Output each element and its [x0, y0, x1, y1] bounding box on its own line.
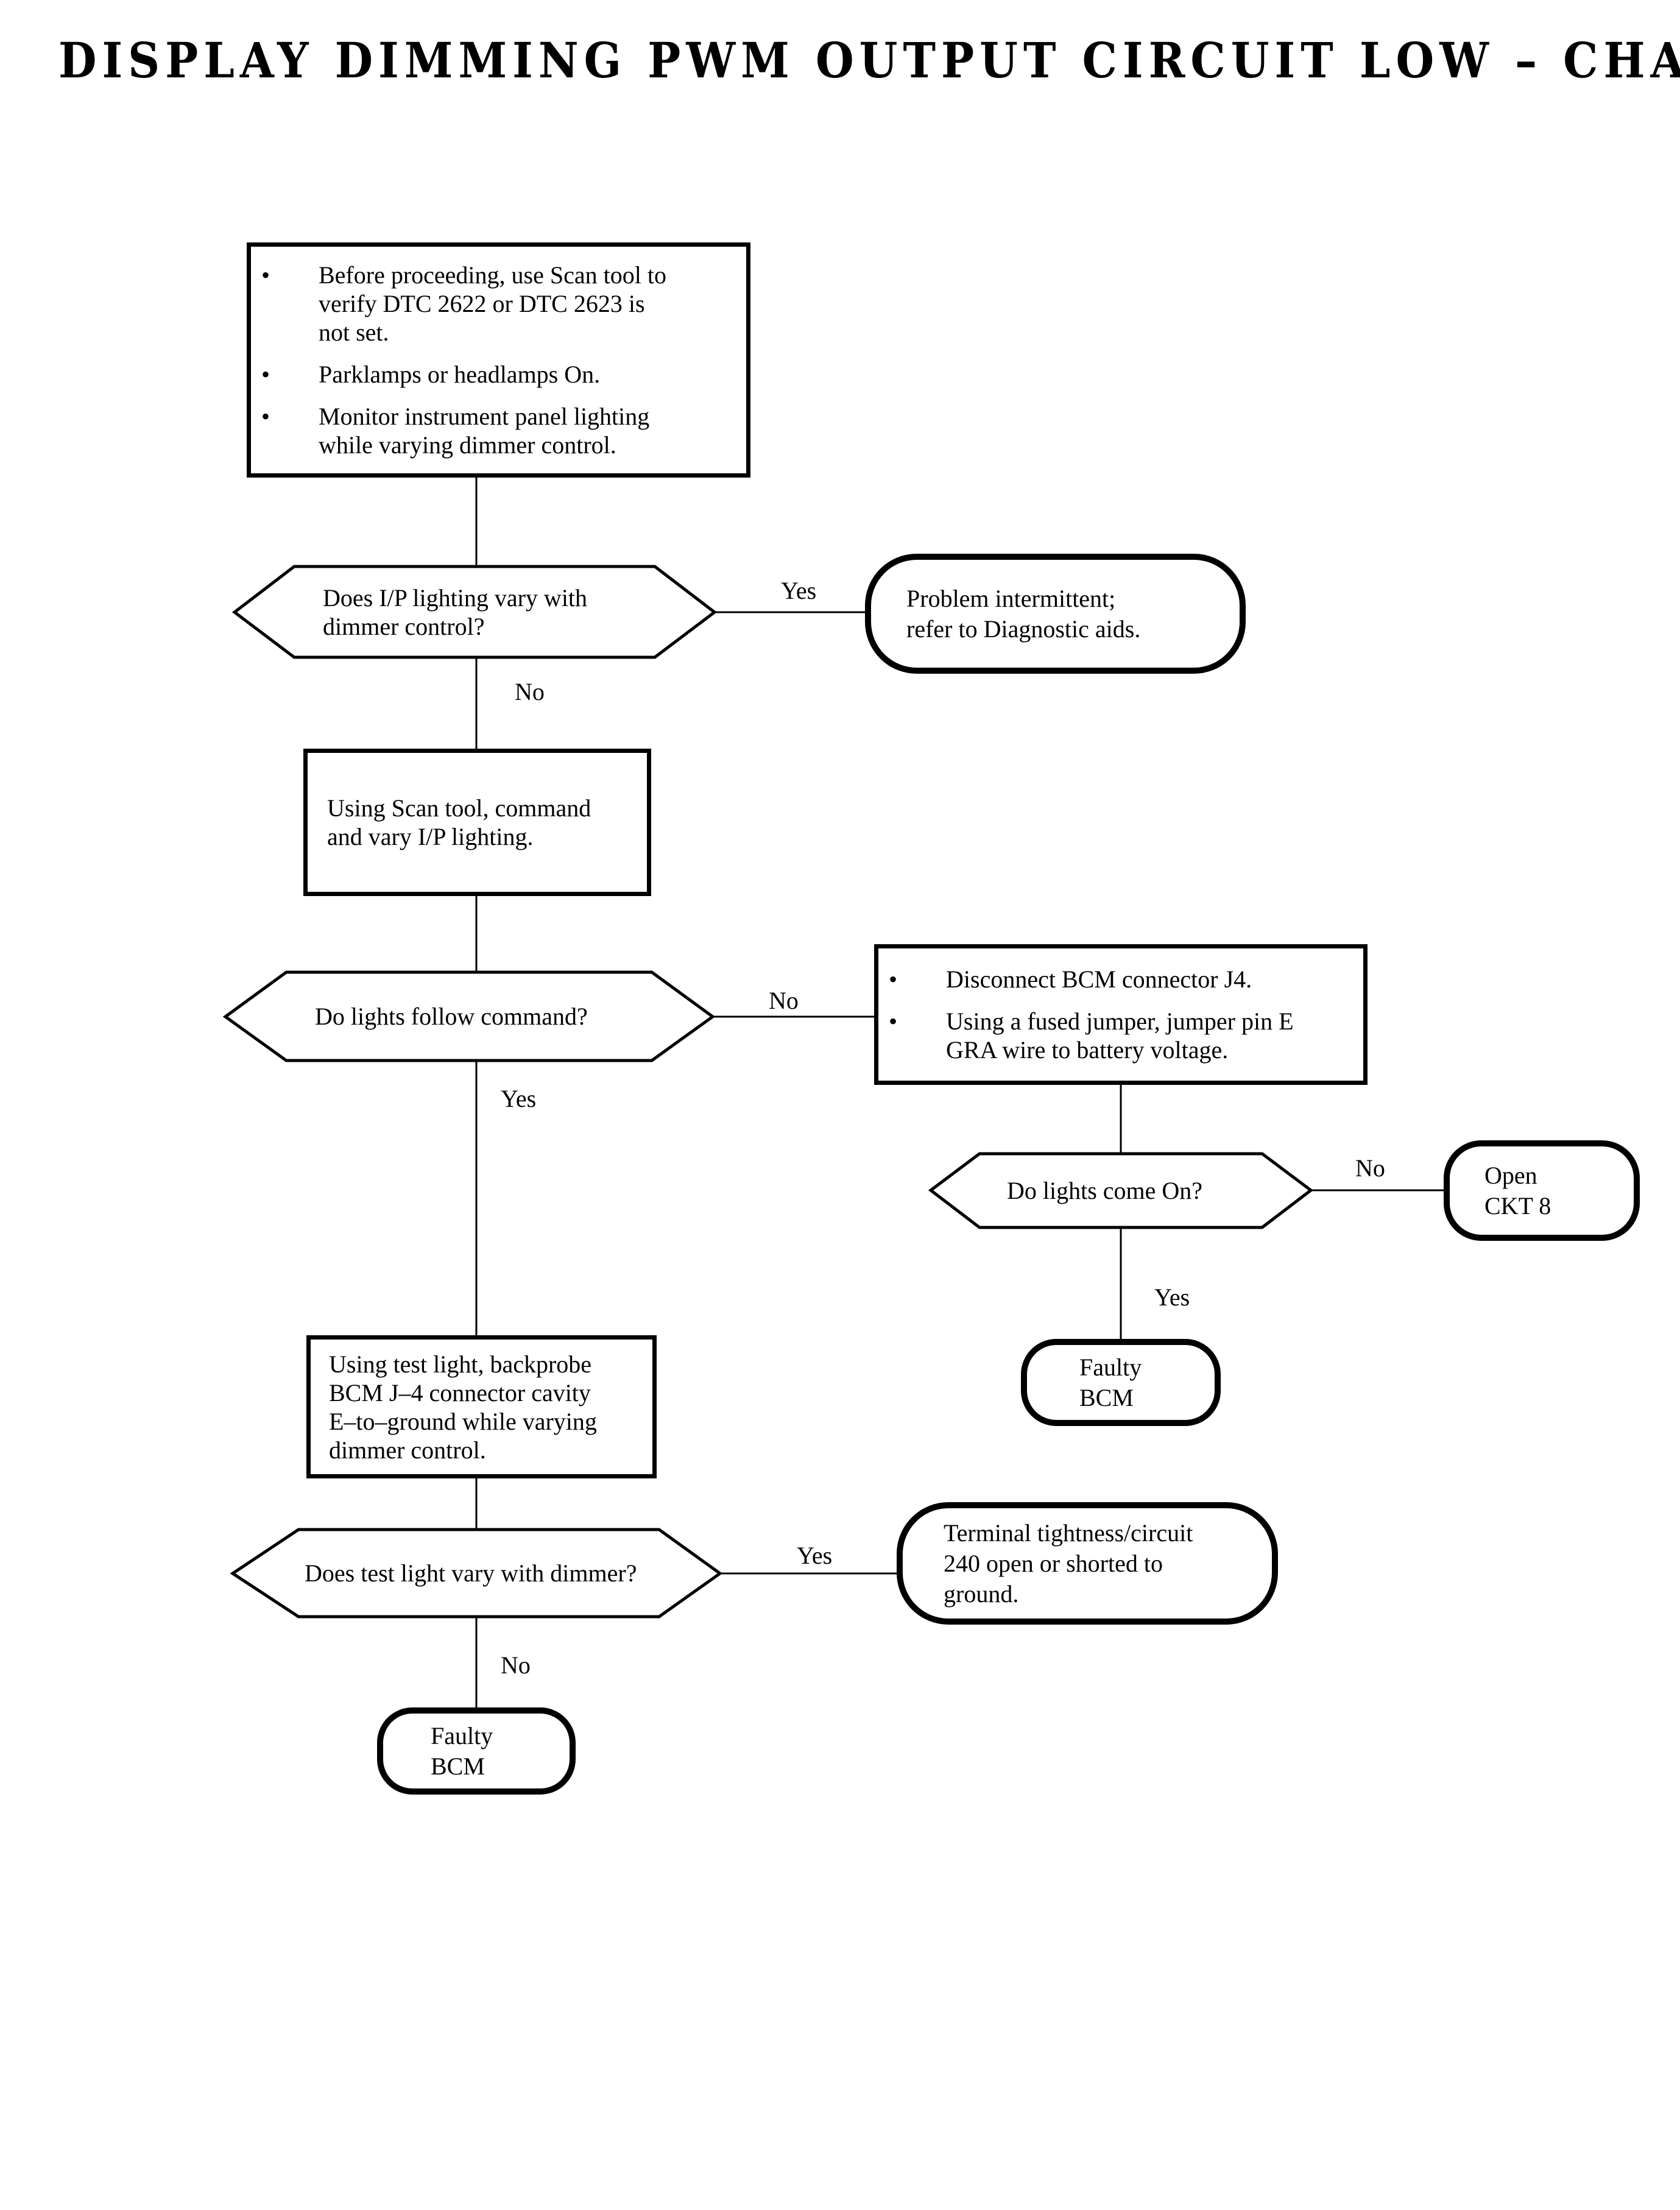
node-preconditions: • Before proceeding, use Scan tool to ve… — [247, 242, 750, 478]
terminal-faulty-bcm-right: Faulty BCM — [1021, 1339, 1221, 1426]
bullet-icon: • — [261, 403, 270, 430]
terminal-line: 240 open or shorted to — [944, 1549, 1163, 1577]
jumper-line: GRA wire to battery voltage. — [946, 1036, 1229, 1064]
decision-line: Do lights come On? — [1007, 1177, 1203, 1204]
jumper-line: Disconnect BCM connector J4. — [946, 966, 1252, 993]
precondition-line: verify DTC 2622 or DTC 2623 is — [319, 290, 645, 317]
decision-line: dimmer control? — [323, 612, 485, 640]
branch-label-yes: Yes — [1154, 1283, 1190, 1311]
page-title: DISPLAY DIMMING PWM OUTPUT CIRCUIT LOW –… — [58, 32, 1680, 89]
precondition-line: not set. — [319, 319, 389, 346]
branch-label-yes: Yes — [501, 1085, 537, 1112]
branch-label-yes: Yes — [797, 1542, 833, 1569]
process-line: Using Scan tool, command — [327, 794, 591, 822]
bullet-icon: • — [261, 261, 270, 289]
terminal-line: Faulty — [1079, 1353, 1142, 1381]
branch-label-no: No — [501, 1651, 531, 1679]
decision-follow-command-shape — [222, 970, 716, 1062]
decision-test-light: Does test light vary with dimmer? — [233, 1530, 720, 1617]
terminal-line: BCM — [431, 1752, 485, 1780]
branch-label-no: No — [769, 987, 799, 1014]
decision-ip-lighting: Does I/P lighting vary with dimmer contr… — [235, 567, 715, 657]
terminal-line: BCM — [1079, 1383, 1134, 1411]
terminal-line: refer to Diagnostic aids. — [906, 615, 1141, 643]
process-line: dimmer control. — [329, 1436, 486, 1464]
process-line: BCM J–4 connector cavity — [329, 1379, 591, 1407]
branch-label-no: No — [515, 678, 545, 705]
terminal-line: CKT 8 — [1484, 1191, 1551, 1220]
terminal-line: Open — [1484, 1161, 1537, 1189]
decision-ip-lighting-shape — [231, 565, 718, 659]
jumper-line: Using a fused jumper, jumper pin E — [946, 1008, 1294, 1035]
bullet-icon: • — [261, 361, 270, 388]
precondition-line: Monitor instrument panel lighting — [319, 403, 650, 430]
process-line: and vary I/P lighting. — [327, 823, 534, 850]
decision-line: Does I/P lighting vary with — [323, 584, 588, 612]
precondition-line: Before proceeding, use Scan tool to — [319, 261, 666, 289]
decision-lights-come-on: Do lights come On? — [931, 1154, 1311, 1227]
terminal-line: ground. — [944, 1580, 1019, 1608]
branch-label-yes: Yes — [781, 577, 817, 604]
terminal-line: Faulty — [431, 1721, 493, 1749]
terminal-line: Terminal tightness/circuit — [944, 1519, 1193, 1547]
list-item: • Parklamps or headlamps On. — [251, 360, 746, 389]
precondition-line: Parklamps or headlamps On. — [319, 361, 601, 388]
decision-line: Does test light vary with dimmer? — [305, 1559, 637, 1587]
node-test-light: Using test light, backprobe BCM J–4 conn… — [306, 1335, 657, 1478]
decision-lights-come-on-shape — [928, 1152, 1314, 1229]
terminal-problem-intermittent: Problem intermittent; refer to Diagnosti… — [865, 554, 1246, 674]
process-line: E–to–ground while varying — [329, 1407, 597, 1435]
list-item: • Monitor instrument panel lighting whil… — [251, 402, 746, 459]
branch-label-no: No — [1355, 1154, 1385, 1182]
terminal-faulty-bcm-bottom: Faulty BCM — [377, 1707, 576, 1795]
node-jumper-instructions: • Disconnect BCM connector J4. • Using a… — [874, 944, 1368, 1085]
list-item: • Disconnect BCM connector J4. — [878, 965, 1363, 994]
precondition-line: while varying dimmer control. — [319, 431, 616, 459]
node-scan-command: Using Scan tool, command and vary I/P li… — [303, 749, 651, 896]
terminal-open-ckt8: Open CKT 8 — [1444, 1140, 1640, 1241]
process-line: Using test light, backprobe — [329, 1350, 592, 1378]
terminal-line: Problem intermittent; — [906, 584, 1116, 612]
list-item: • Before proceeding, use Scan tool to ve… — [251, 261, 746, 347]
list-item: • Using a fused jumper, jumper pin E GRA… — [878, 1007, 1363, 1064]
terminal-tightness-ckt240: Terminal tightness/circuit 240 open or s… — [897, 1502, 1278, 1625]
decision-line: Do lights follow command? — [315, 1003, 588, 1030]
bullet-icon: • — [889, 966, 898, 993]
bullet-icon: • — [889, 1008, 898, 1035]
decision-test-light-shape — [230, 1528, 723, 1619]
decision-follow-command: Do lights follow command? — [225, 972, 713, 1061]
